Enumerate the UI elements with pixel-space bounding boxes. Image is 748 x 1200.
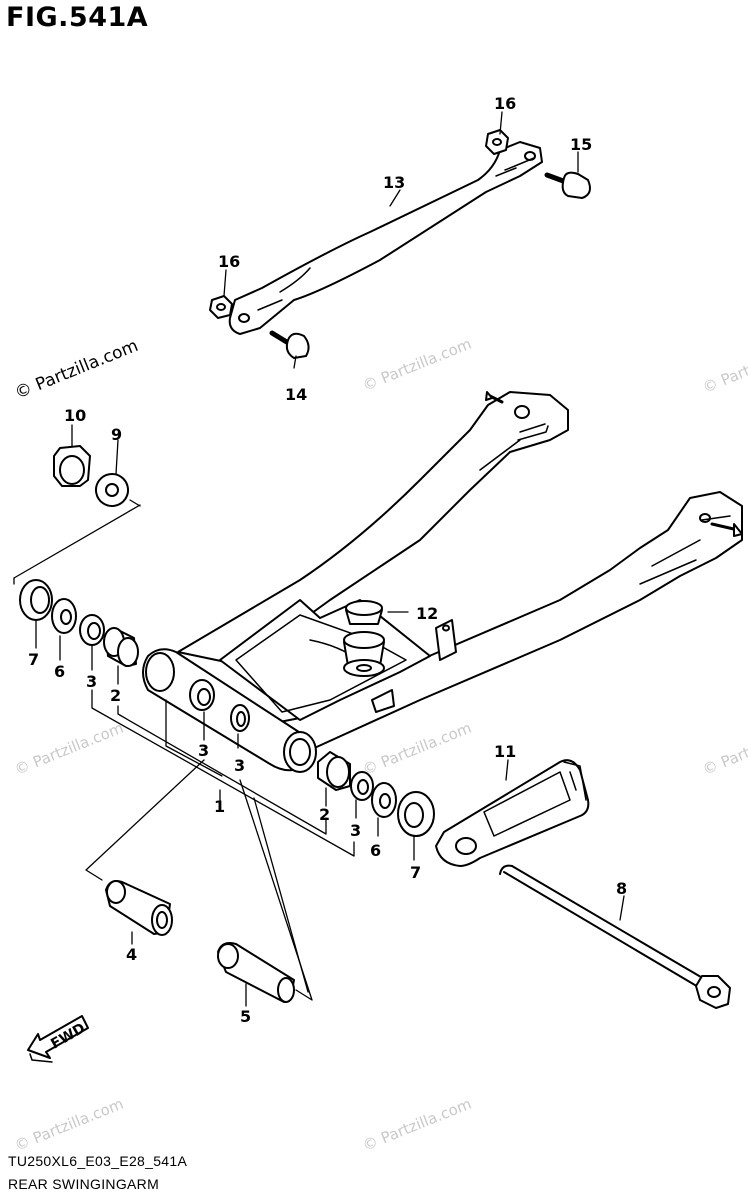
callout-1: 1 [214,797,225,816]
washer-6-right [371,782,397,818]
callout-5: 5 [240,1007,251,1026]
washer-9 [94,473,129,507]
callout-3: 3 [234,756,245,775]
spacer-2-right [317,751,351,791]
callout-16: 16 [494,94,516,113]
callout-9: 9 [111,425,122,444]
callout-16: 16 [218,252,240,271]
callout-10: 10 [64,406,86,425]
bushing-3-left [79,614,105,646]
callout-6: 6 [370,841,381,860]
callout-labels: 16 15 13 16 14 10 9 12 7 6 3 2 3 3 1 11 … [28,94,627,1026]
seal-7-right [397,791,435,837]
callout-11: 11 [494,742,516,761]
callout-3: 3 [86,672,97,691]
diagram-code: TU250XL6_E03_E28_541A [8,1153,188,1169]
callout-3: 3 [350,821,361,840]
sleeve-5 [217,942,295,1003]
chain-guard-11 [435,759,590,867]
fwd-arrow-icon: FWD [27,1015,89,1063]
diagram-name: REAR SWINGINGARM [8,1176,160,1192]
callout-7: 7 [410,863,421,882]
leader-lines [13,111,625,1007]
rear-stay-bracket [228,141,543,335]
callout-12: 12 [416,604,438,623]
swingarm [142,391,743,773]
bolt-15 [544,171,591,199]
callout-7: 7 [28,650,39,669]
callout-6: 6 [54,662,65,681]
callout-15: 15 [570,135,592,154]
figure-title: FIG.541A [6,2,149,33]
callout-4: 4 [126,945,137,964]
pivot-axle-8 [499,864,731,1009]
callout-14: 14 [285,385,307,404]
bushing-3-right [350,771,374,801]
callout-2: 2 [110,686,121,705]
rubber-mount-12 [343,600,385,677]
nut-16-left [209,295,233,319]
callout-2: 2 [319,805,330,824]
sleeve-4 [105,880,173,936]
callout-13: 13 [383,173,405,192]
bolt-14 [269,330,310,359]
washer-6-left [51,598,77,634]
nut-10 [53,445,91,487]
nut-16-top [485,129,509,155]
callout-3: 3 [198,741,209,760]
spacer-2-left [103,627,139,667]
callout-8: 8 [616,879,627,898]
seal-7-left [19,579,53,621]
